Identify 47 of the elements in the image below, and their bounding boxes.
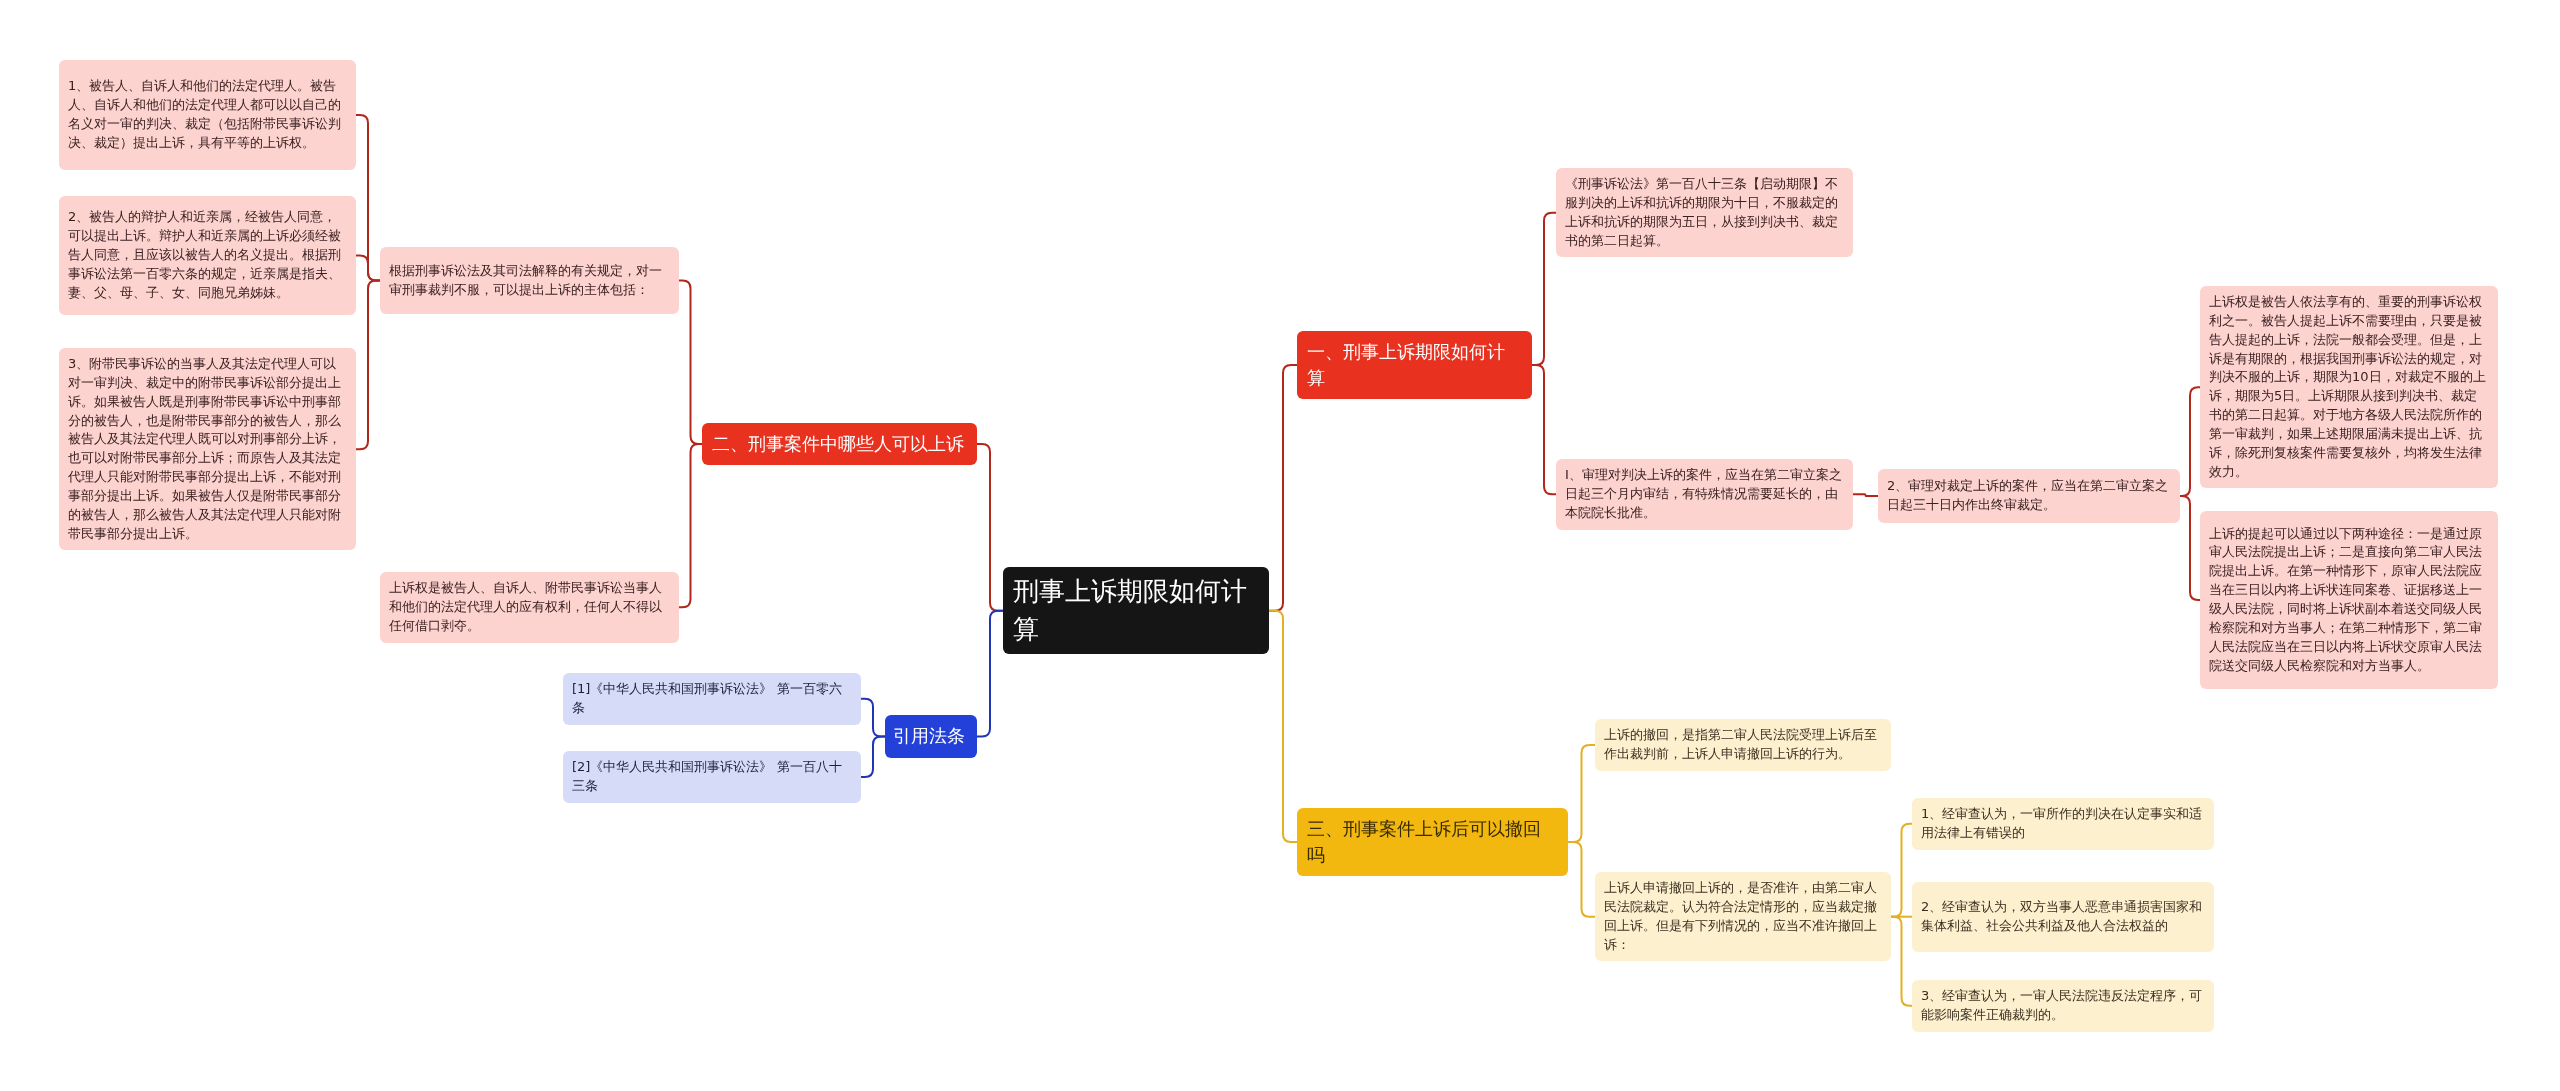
subtopic-box (380, 572, 679, 643)
subtopic-box (1912, 980, 2214, 1032)
subtopic-box (1878, 469, 2180, 523)
subtopic-box (59, 196, 356, 315)
topic-text: [2]《中华人民共和国刑事诉讼法》 第一百八十三条 (572, 758, 843, 795)
topic-text: I、审理对判决上诉的案件，应当在第二审立案之日起三个月内审结，有特殊情况需要延长的，由本院院长批准。 (1565, 466, 1843, 522)
topic-text: 上诉权是被告人依法享有的、重要的刑事诉讼权利之一。被告人提起上诉不需要理由，只要是被告人提起的上诉，法院一般都会受理。但是，上诉是有期限的，根据我国刑事诉讼法的规定，对判决不服的上诉，期限为10日，对裁定不服的上诉，期限为5日。上诉期限从接到判决书、裁定书的第二日起算。对于地方各级人民法院所作的第一审裁判，如果上述期限届满未提出上诉、抗诉，除死刑复核案件需要复核外，均将发生法律效力。 (2209, 293, 2487, 481)
topic-text: 引用法条 (893, 724, 966, 749)
topic-text: 上诉的提起可以通过以下两种途径：一是通过原审人民法院提出上诉；二是直接向第二审人民法院提出上诉。在第一种情形下，原审人民法院应当在三日以内将上诉状连同案卷、证据移送上一级人民法院，同时将上诉状副本着送交同级人民检察院和对方当事人；在第二种情形下，第二审人民法院应当在三日以内将上诉状交原审人民法院送交同级人民检察院和对方当事人。 (2209, 524, 2483, 675)
branch-topic (1297, 808, 1568, 877)
topic-text: 2、审理对裁定上诉的案件，应当在第二审立案之日起三十日内作出终审裁定。 (1887, 477, 2170, 514)
subtopic-box (380, 247, 679, 314)
subtopic-box (1556, 459, 1853, 530)
subtopic-box (563, 673, 861, 725)
topic-text: 根据刑事诉讼法及其司法解释的有关规定，对一审刑事裁判不服，可以提出上诉的主体包括： (389, 261, 663, 299)
connector-line (1890, 915, 1913, 1007)
subtopic-box (1595, 872, 1891, 962)
connector-line (1852, 493, 1879, 497)
topic-text: 二、刑事案件中哪些人可以上诉 (712, 432, 965, 456)
topic-text: 一、刑事上诉期限如何计算 (1307, 340, 1506, 391)
branch-topic (1297, 331, 1532, 400)
subtopic-box (1556, 168, 1853, 258)
topic-text: 2、经审查认为，双方当事人恶意串通损害国家和集体利益、社会公共利益及他人合法权益的 (1921, 898, 2204, 935)
topic-text: 上诉权是被告人、自诉人、附带民事诉讼当事人和他们的法定代理人的应有权利，任何人不得以任何借口剥夺。 (389, 579, 663, 635)
branch-topic (885, 715, 977, 758)
topic-text: 1、被告人、自诉人和他们的法定代理人。被告人、自诉人和他们的法定代理人都可以以自己的名义对一审的判决、裁定（包括附带民事诉讼判决、裁定）提出上诉，具有平等的上诉权。 (68, 77, 342, 152)
central-topic (1003, 567, 1269, 655)
topic-text: 三、刑事案件上诉后可以撤回吗 (1307, 817, 1542, 868)
topic-text: 2、被告人的辩护人和近亲属，经被告人同意，可以提出上诉。辩护人和近亲属的上诉必须经被告人同意，且应该以被告人的名义提出。根据刑事诉讼法第一百零六条的规定，近亲属是指夫、妻、父、母、子、女、同胞兄弟姊妹。 (68, 208, 342, 302)
branch-topic (702, 423, 977, 466)
connector-line (2179, 495, 2201, 601)
topic-text: 3、经审查认为，一审人民法院违反法定程序，可能影响案件正确裁判的。 (1921, 987, 2204, 1024)
subtopic-box (1912, 882, 2214, 952)
subtopic-box (59, 60, 356, 170)
subtopic-box (563, 751, 861, 803)
topic-text: [1]《中华人民共和国刑事诉讼法》 第一百零六条 (572, 680, 843, 717)
topic-text: 1、经审查认为，一审所作的判决在认定事实和适用法律上有错误的 (1921, 805, 2204, 842)
connector-line (860, 735, 886, 778)
subtopic-box (1595, 719, 1891, 771)
topic-text: 3、附带民事诉讼的当事人及其法定代理人可以对一审判决、裁定中的附带民事诉讼部分提出上诉。如果被告人既是刑事附带民事诉讼中刑事部分的被告人，也是附带民事部分的被告人，那么被告人及其法定代理人既可以对刑事部分上诉，也可以对附带民事部分上诉；而原告人及其法定代理人只能对附带民事部分提出上诉，不能对刑事部分提出上诉。如果被告人仅是附带民事部分的被告人，那么被告人及其法定代理人只能对附带民事部分提出上诉。 (68, 355, 342, 543)
subtopic-box (2200, 511, 2498, 689)
topic-text: 上诉的撤回，是指第二审人民法院受理上诉后至作出裁判前，上诉人申请撤回上诉的行为。 (1604, 726, 1878, 763)
connector-line (355, 279, 381, 451)
topic-text: 刑事上诉期限如何计算 (1013, 575, 1248, 646)
topic-text: 上诉人申请撤回上诉的，是否准许，由第二审人民法院裁定。认为符合法定情形的，应当裁定撤回上诉。但是有下列情况的，应当不准许撤回上诉： (1604, 879, 1878, 954)
topic-text: 《刑事诉讼法》第一百八十三条【启动期限】不服判决的上诉和抗诉的期限为十日，不服裁定的上诉和抗诉的期限为五日，从接到判决书、裁定书的第二日起算。 (1565, 175, 1839, 250)
subtopic-box (1912, 798, 2214, 850)
